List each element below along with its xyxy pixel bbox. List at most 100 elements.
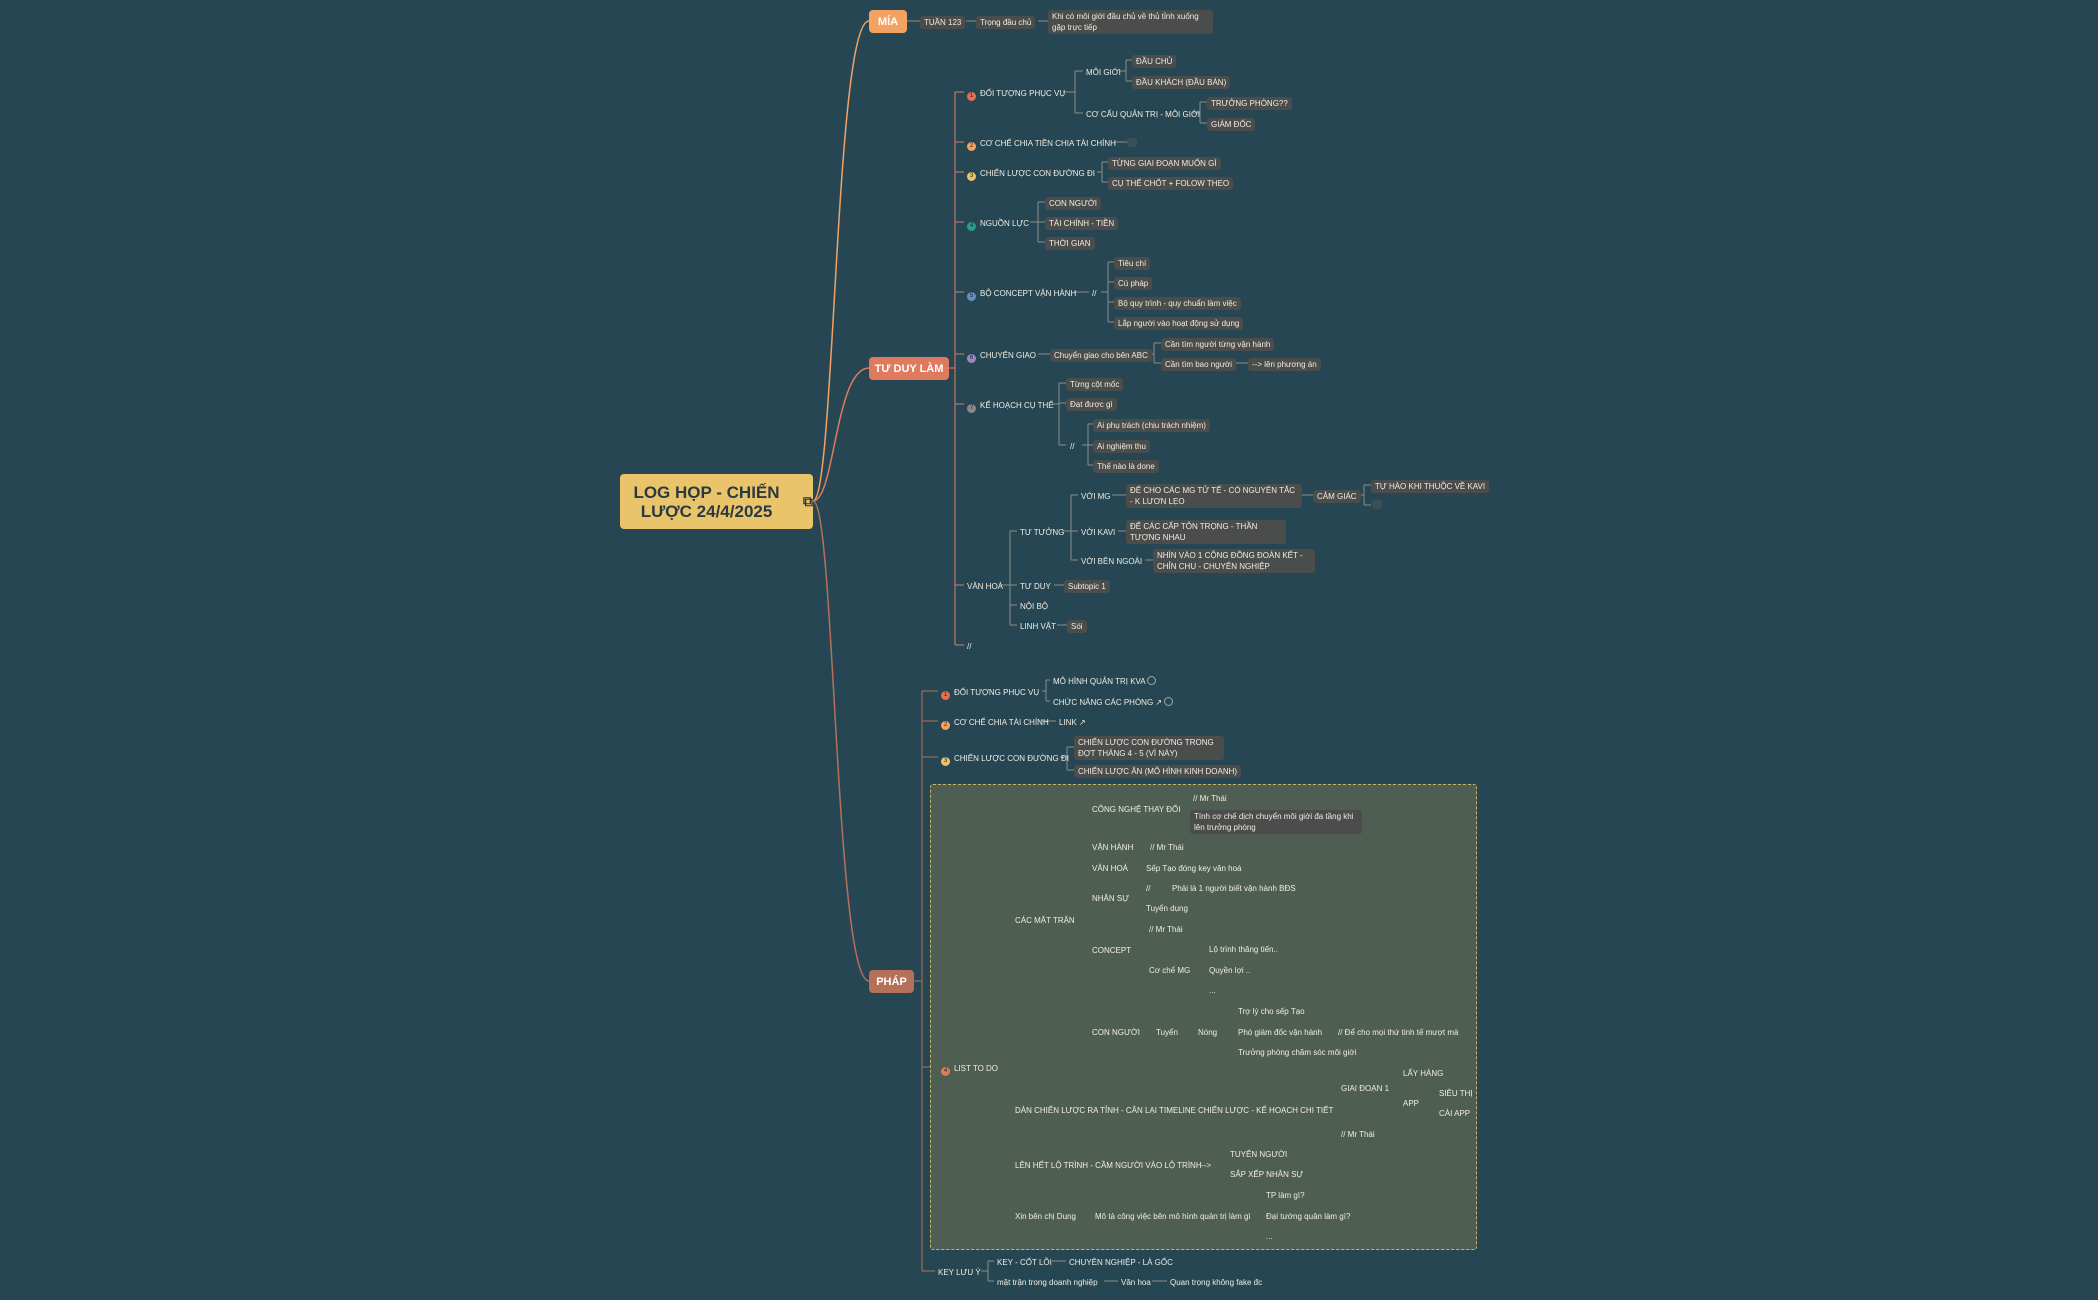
cac-mat-tran-node[interactable]: CÁC MẶT TRẬN	[1015, 916, 1075, 925]
trong-dau-chu-node[interactable]: Trọng đầu chủ	[976, 16, 1036, 29]
lo-trinh-node[interactable]: Lộ trình thăng tiến..	[1209, 945, 1278, 954]
concept-phap-node[interactable]: CONCEPT	[1092, 946, 1132, 955]
nong-node[interactable]: Nóng	[1198, 1028, 1218, 1037]
arrow-node[interactable]: -->	[1201, 1161, 1211, 1170]
mg-text-node[interactable]: ĐỂ CHO CÁC MG TỬ TẾ - CÓ NGUYÊN TẮC - K …	[1126, 484, 1302, 508]
co-che-mg-node[interactable]: Cơ chế MG	[1149, 966, 1191, 975]
tro-ly-node[interactable]: Trợ lý cho sếp Tạo	[1238, 1007, 1305, 1016]
soi-node[interactable]: Sói	[1067, 620, 1087, 633]
co-che-dich-chuyen-node[interactable]: Tính cơ chế dịch chuyển môi giới đa tầng…	[1190, 810, 1362, 834]
concept-slash-node[interactable]: //	[1092, 289, 1097, 298]
chuyen-giao-abc-node[interactable]: Chuyển giao cho bên ABC	[1050, 349, 1152, 362]
branch-mia[interactable]: MÍA	[869, 10, 907, 33]
sap-xep-node[interactable]: SẮP XẾP NHÂN SỰ	[1230, 1170, 1304, 1179]
cu-phap-node[interactable]: Cú pháp	[1114, 277, 1153, 290]
subtopic-node[interactable]: Subtopic 1	[1064, 580, 1110, 593]
van-hoa-phap-node[interactable]: VĂN HOÁ	[1092, 864, 1129, 873]
chuc-nang-cac-phong-node[interactable]: CHỨC NĂNG CÁC PHÒNG ↗	[1050, 696, 1176, 709]
mo-ta-node[interactable]: Mô tả công việc bên mô hình quản trị làm…	[1095, 1212, 1251, 1221]
link-node[interactable]: LINK ↗	[1059, 718, 1086, 727]
quyen-loi-node[interactable]: Quyền lợi ..	[1209, 966, 1251, 975]
cai-app-node[interactable]: CÀI APP	[1439, 1109, 1471, 1118]
phai-la-node[interactable]: Phải là 1 người biết vận hành BĐS	[1172, 884, 1296, 893]
mo-hinh-quan-tri-node[interactable]: MÔ HÌNH QUẢN TRỊ KVA	[1050, 675, 1159, 688]
branch-tu-duy-lam[interactable]: TƯ DUY LÀM	[869, 357, 949, 380]
dau-khach-node[interactable]: ĐẦU KHÁCH (ĐẦU BÁN)	[1132, 76, 1231, 89]
tung-giai-doan-node[interactable]: TỪNG GIAI ĐOẠN MUỐN GÌ	[1108, 157, 1221, 170]
mia-note-node[interactable]: Khi có môi giới đầu chủ về thủ tỉnh xuốn…	[1048, 10, 1213, 34]
tuyen-dung-node[interactable]: Tuyển dụng	[1146, 904, 1188, 913]
pho-giam-doc-node[interactable]: Phó giám đốc vận hành	[1238, 1028, 1323, 1037]
can-tim-nguoi-node[interactable]: Cần tìm người từng vận hành	[1161, 338, 1275, 351]
tung-cot-moc-node[interactable]: Từng cột mốc	[1066, 378, 1124, 391]
mat-tran-node[interactable]: mặt trận trong doanh nghiệp	[997, 1278, 1098, 1287]
branch-phap[interactable]: PHÁP	[869, 970, 914, 993]
tuyen-nguoi-node[interactable]: TUYỂN NGƯỜI	[1230, 1150, 1288, 1159]
moi-gioi-node[interactable]: MÔI GIỚI	[1086, 68, 1121, 77]
thoi-gian-node[interactable]: THỜI GIAN	[1045, 237, 1095, 250]
van-hoa-key-node[interactable]: Văn hoa	[1121, 1278, 1151, 1287]
van-hanh-node[interactable]: VẬN HÀNH	[1092, 843, 1134, 852]
collapsed-indicator-cam-giac[interactable]	[1372, 500, 1382, 509]
dat-duoc-gi-node[interactable]: Đạt được gì	[1066, 398, 1117, 411]
external-link-icon[interactable]: ↗	[1155, 698, 1163, 707]
ben-ngoai-text-node[interactable]: NHÌN VÀO 1 CỘNG ĐỒNG ĐOÀN KẾT - CHỈN CHU…	[1153, 549, 1315, 573]
tu-duy-sub-node[interactable]: TƯ DUY	[1020, 582, 1051, 591]
lap-nguoi-node[interactable]: Lắp người vào hoạt động sử dụng	[1114, 317, 1244, 330]
truong-phong-cs-node[interactable]: Trưởng phòng chăm sóc môi giới	[1238, 1048, 1357, 1057]
comment-icon[interactable]	[1164, 697, 1174, 706]
the-nao-la-done-node[interactable]: Thế nào là done	[1093, 460, 1159, 473]
tai-chinh-node[interactable]: TÀI CHÍNH - TIỀN	[1045, 217, 1119, 230]
quan-trong-node[interactable]: Quan trọng không fake đc	[1170, 1278, 1263, 1287]
nhan-su-slash-node[interactable]: //	[1146, 884, 1151, 893]
sieu-thi-node[interactable]: SIÊU THỊ	[1439, 1089, 1473, 1098]
app-node[interactable]: APP	[1403, 1099, 1420, 1108]
len-het-lo-trinh-node[interactable]: LÊN HẾT LỘ TRÌNH - CẦM NGƯỜI VÀO LỘ TRÌN…	[1015, 1161, 1202, 1170]
kavi-text-node[interactable]: ĐỂ CÁC CẤP TÔN TRỌNG - THẦN TƯỢNG NHAU	[1126, 520, 1286, 544]
con-nguoi-phap-node[interactable]: CON NGƯỜI	[1092, 1028, 1140, 1037]
external-link-icon[interactable]: ↗	[1079, 718, 1086, 727]
tinh-te-node[interactable]: // Để cho mọi thứ tinh tế mượt mà	[1338, 1028, 1459, 1037]
comment-icon[interactable]	[1147, 676, 1157, 685]
chuyen-nghiep-node[interactable]: CHUYÊN NGHIỆP - LÀ GỐC	[1069, 1258, 1173, 1267]
co-cau-quan-tri-node[interactable]: CƠ CẤU QUẢN TRỊ - MÔI GIỚI	[1086, 110, 1201, 119]
voi-kavi-node[interactable]: VỚI KAVI	[1081, 528, 1116, 537]
van-hoa-node[interactable]: VĂN HOÁ	[967, 582, 1004, 591]
xin-ben-etc-node[interactable]: ...	[1266, 1232, 1273, 1241]
ke-hoach-slash-node[interactable]: //	[1070, 442, 1075, 451]
collapsed-indicator[interactable]	[1127, 138, 1137, 147]
lay-hang-node[interactable]: LẤY HÀNG	[1403, 1069, 1444, 1078]
tieu-chi-node[interactable]: Tiêu chí	[1114, 257, 1151, 270]
link-icon[interactable]: ⧉	[803, 493, 813, 509]
giam-doc-node[interactable]: GIÁM ĐỐC	[1207, 118, 1256, 131]
cong-nghe-thai-node[interactable]: // Mr Thái	[1193, 794, 1227, 803]
voi-ben-ngoai-node[interactable]: VỚI BÊN NGOÀI	[1081, 557, 1143, 566]
concept-thai-node[interactable]: // Mr Thái	[1149, 925, 1183, 934]
tu-hao-node[interactable]: TỰ HÀO KHI THUỘC VỀ KAVI	[1371, 480, 1490, 493]
bo-quy-trinh-node[interactable]: Bộ quy trình - quy chuẩn làm việc	[1114, 297, 1241, 310]
noi-bo-node[interactable]: NỘI BỘ	[1020, 602, 1049, 611]
dau-chu-node[interactable]: ĐẦU CHỦ	[1132, 55, 1177, 68]
tu-tuong-node[interactable]: TƯ TƯỞNG	[1020, 528, 1065, 537]
tu-duy-slash-node[interactable]: //	[967, 642, 972, 651]
giai-doan-thai-node[interactable]: // Mr Thái	[1341, 1130, 1375, 1139]
chien-luoc-an-node[interactable]: CHIẾN LƯỢC ĂN (MÔ HÌNH KINH DOANH)	[1074, 765, 1242, 778]
truong-phong-node[interactable]: TRƯỞNG PHÒNG??	[1207, 97, 1292, 110]
sep-tao-node[interactable]: Sếp Tạo đóng key văn hoá	[1146, 864, 1242, 873]
nhan-su-node[interactable]: NHÂN SỰ	[1092, 894, 1130, 903]
key-luu-y-node[interactable]: KEY LƯU Ý	[938, 1268, 981, 1277]
xin-ben-node[interactable]: Xin bên chị Dung	[1015, 1212, 1076, 1221]
concept-etc-node[interactable]: ...	[1209, 986, 1216, 995]
van-hanh-thai-node[interactable]: // Mr Thái	[1150, 843, 1184, 852]
tp-node[interactable]: TP làm gì?	[1266, 1191, 1305, 1200]
